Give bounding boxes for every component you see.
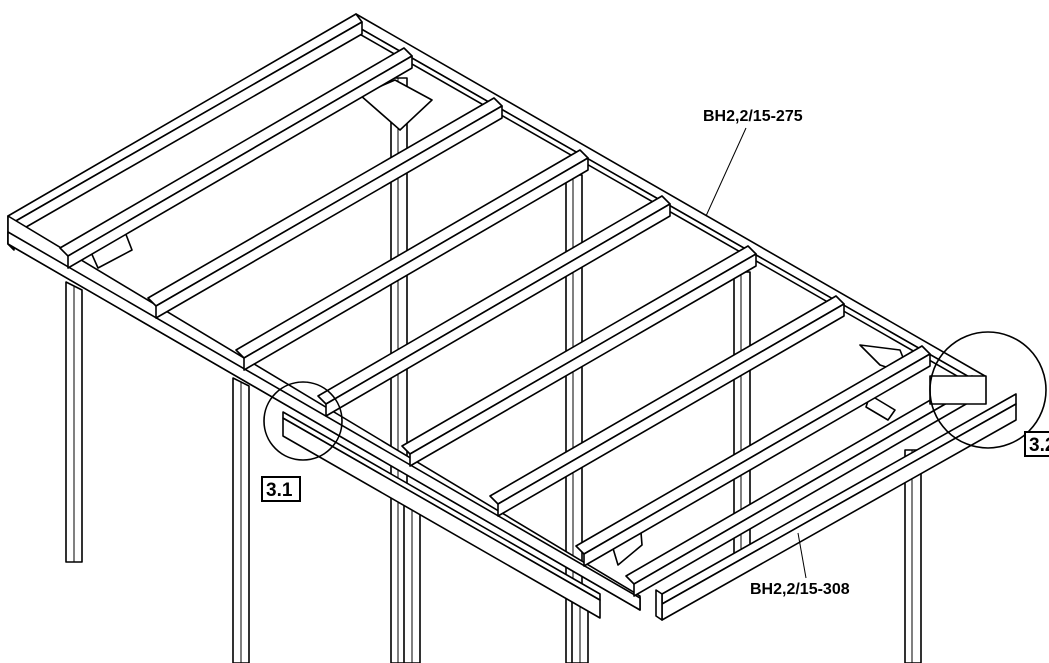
front-post-3 bbox=[403, 499, 421, 663]
cross-rafter-1 bbox=[59, 47, 413, 269]
detail-marker-right: 3.2 bbox=[1024, 431, 1049, 457]
detail-marker-left-label: 3.1 bbox=[266, 480, 293, 501]
cross-rafter-6 bbox=[489, 295, 845, 517]
cross-rafter-2 bbox=[147, 97, 503, 319]
front-rafter bbox=[7, 215, 641, 611]
lower-front-beam bbox=[282, 411, 601, 619]
corner-joint-block bbox=[929, 375, 987, 405]
front-beam-308 bbox=[655, 393, 1017, 621]
cross-rafter-7 bbox=[575, 345, 931, 567]
leader-line-top-beam bbox=[705, 127, 747, 217]
part-label-front-beam: BH2,2/15-308 bbox=[750, 581, 850, 598]
cross-rafter-3 bbox=[235, 149, 589, 371]
cross-rafter-5 bbox=[401, 245, 757, 467]
front-post-2 bbox=[232, 377, 250, 663]
detail-marker-right-label: 3.2 bbox=[1029, 435, 1049, 456]
leader-line-front-beam bbox=[797, 532, 807, 579]
cross-rafter-4 bbox=[317, 195, 671, 417]
detail-marker-left: 3.1 bbox=[261, 476, 301, 502]
detail-circle-left bbox=[263, 381, 343, 461]
detail-circle-right bbox=[929, 331, 1047, 449]
front-post-1 bbox=[65, 281, 83, 563]
part-label-top-beam: BH2,2/15-275 bbox=[703, 108, 803, 125]
